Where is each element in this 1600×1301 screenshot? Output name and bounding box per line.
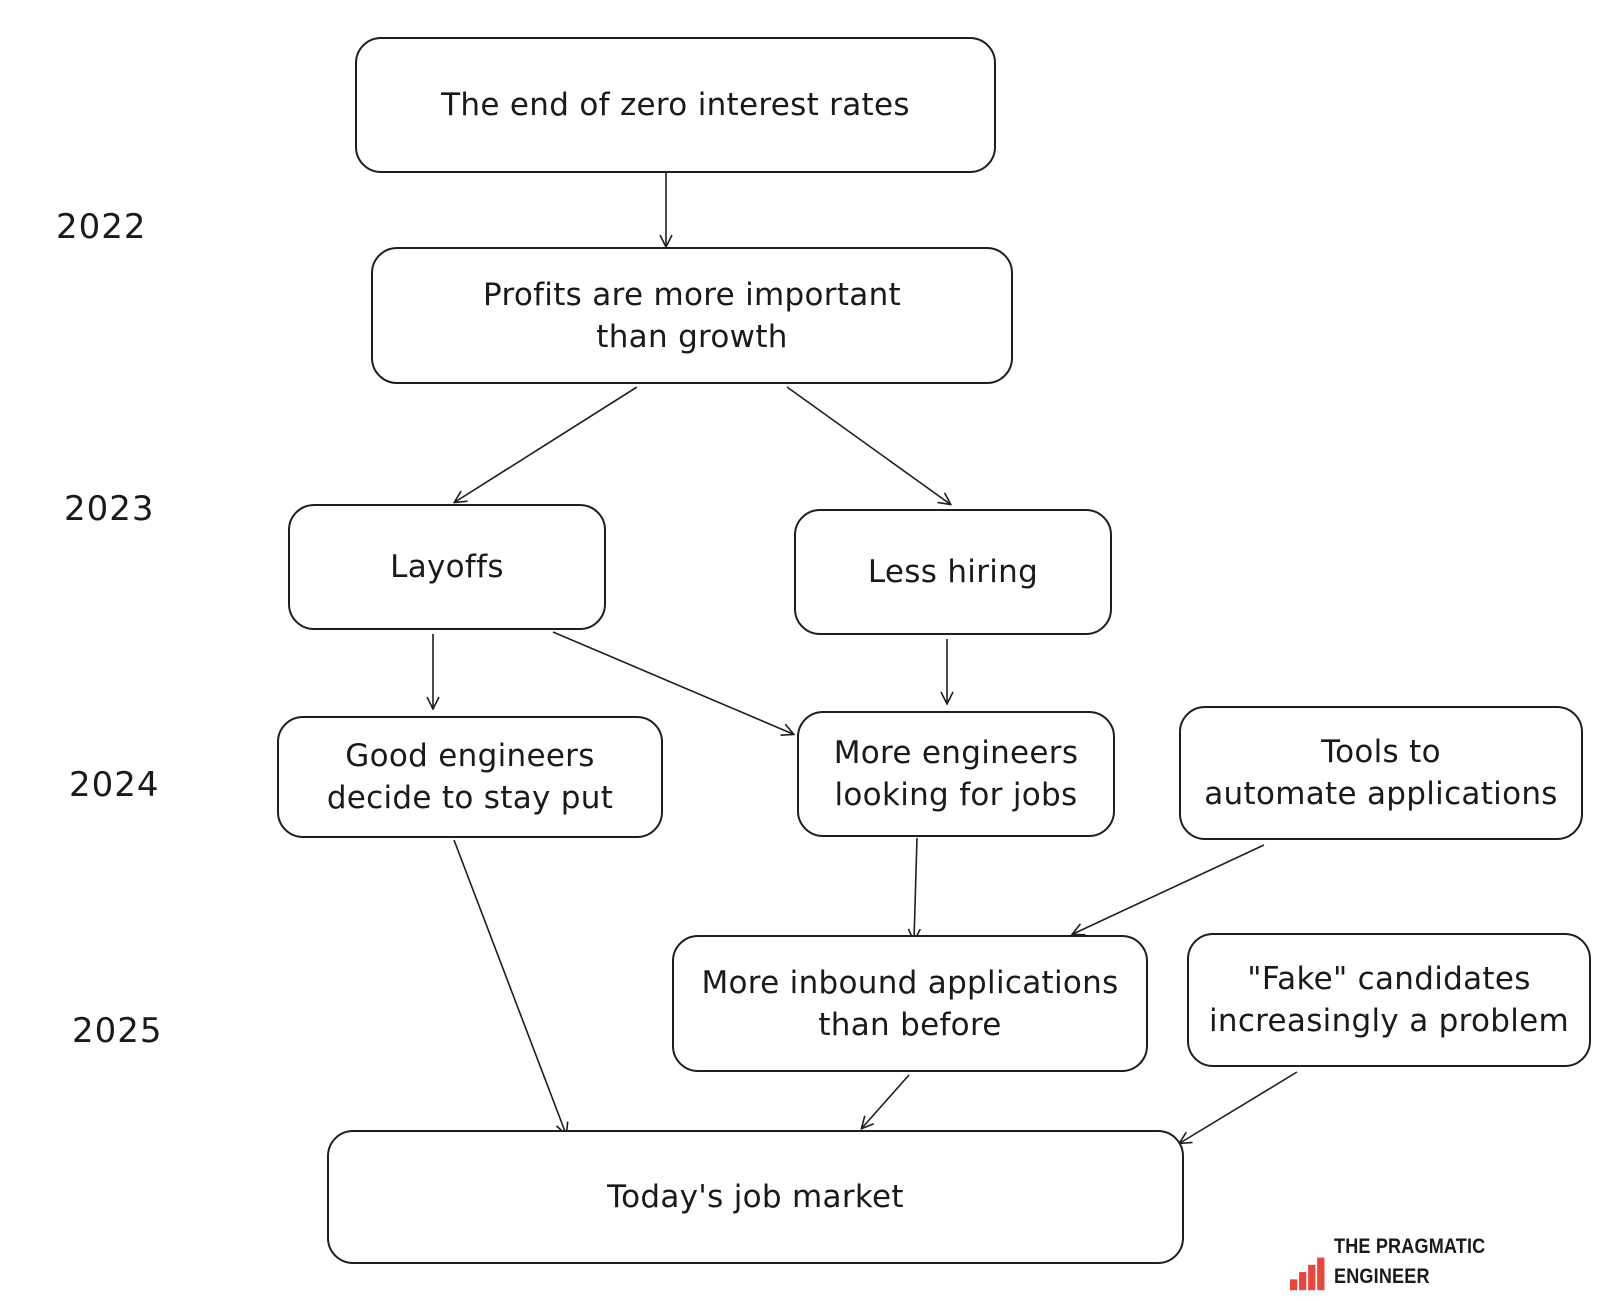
node-more-inbound-applications: More inbound applications than before (672, 935, 1148, 1072)
node-good-engineers-stay-put-label: Good engineers decide to stay put (326, 738, 614, 816)
node-layoffs-label: Layoffs (390, 549, 504, 585)
node-layoffs: Layoffs (288, 504, 606, 630)
edge-tools-to-inbound (1073, 844, 1265, 934)
node-less-hiring-label: Less hiring (867, 554, 1039, 590)
node-tools-automate-applications: Tools to automate applications (1179, 706, 1583, 840)
year-label-2024: 2024 (69, 765, 160, 805)
edge-inbound-to-job-market (862, 1074, 910, 1128)
node-less-hiring: Less hiring (794, 509, 1112, 635)
bar-chart-logo-icon (1290, 1257, 1325, 1291)
edge-good-engineers-to-job-market (453, 839, 566, 1134)
year-label-2022: 2022 (56, 207, 147, 247)
node-todays-job-market-label: Today's job market (607, 1179, 904, 1215)
node-profits-over-growth-label: Profits are more important than growth (483, 276, 901, 355)
brand-watermark: THE PRAGMATIC ENGINEER (1290, 1232, 1600, 1292)
node-fake-candidates: "Fake" candidates increasingly a problem (1187, 933, 1591, 1067)
edge-layoffs-to-more-engineers (552, 631, 793, 734)
node-fake-candidates-label: "Fake" candidates increasingly a problem (1208, 961, 1570, 1039)
node-zero-interest-rates-label: The end of zero interest rates (441, 87, 910, 123)
node-todays-job-market: Today's job market (327, 1130, 1184, 1264)
node-good-engineers-stay-put: Good engineers decide to stay put (277, 716, 663, 838)
edge-fake-to-job-market (1180, 1071, 1298, 1143)
node-more-inbound-applications-label: More inbound applications than before (701, 964, 1119, 1043)
edge-profits-to-less-hiring (786, 386, 950, 504)
brand-name: THE PRAGMATIC ENGINEER (1334, 1235, 1486, 1288)
year-label-2025: 2025 (72, 1011, 163, 1051)
node-profits-over-growth: Profits are more important than growth (371, 247, 1013, 384)
node-more-engineers-looking-label: More engineers looking for jobs (833, 735, 1079, 813)
year-label-2023: 2023 (64, 489, 155, 529)
edge-more-engineers-to-inbound (914, 837, 917, 940)
node-zero-interest-rates: The end of zero interest rates (355, 37, 996, 173)
node-more-engineers-looking: More engineers looking for jobs (797, 711, 1115, 837)
edge-profits-to-layoffs (455, 386, 638, 502)
node-tools-automate-applications-label: Tools to automate applications (1204, 734, 1558, 812)
